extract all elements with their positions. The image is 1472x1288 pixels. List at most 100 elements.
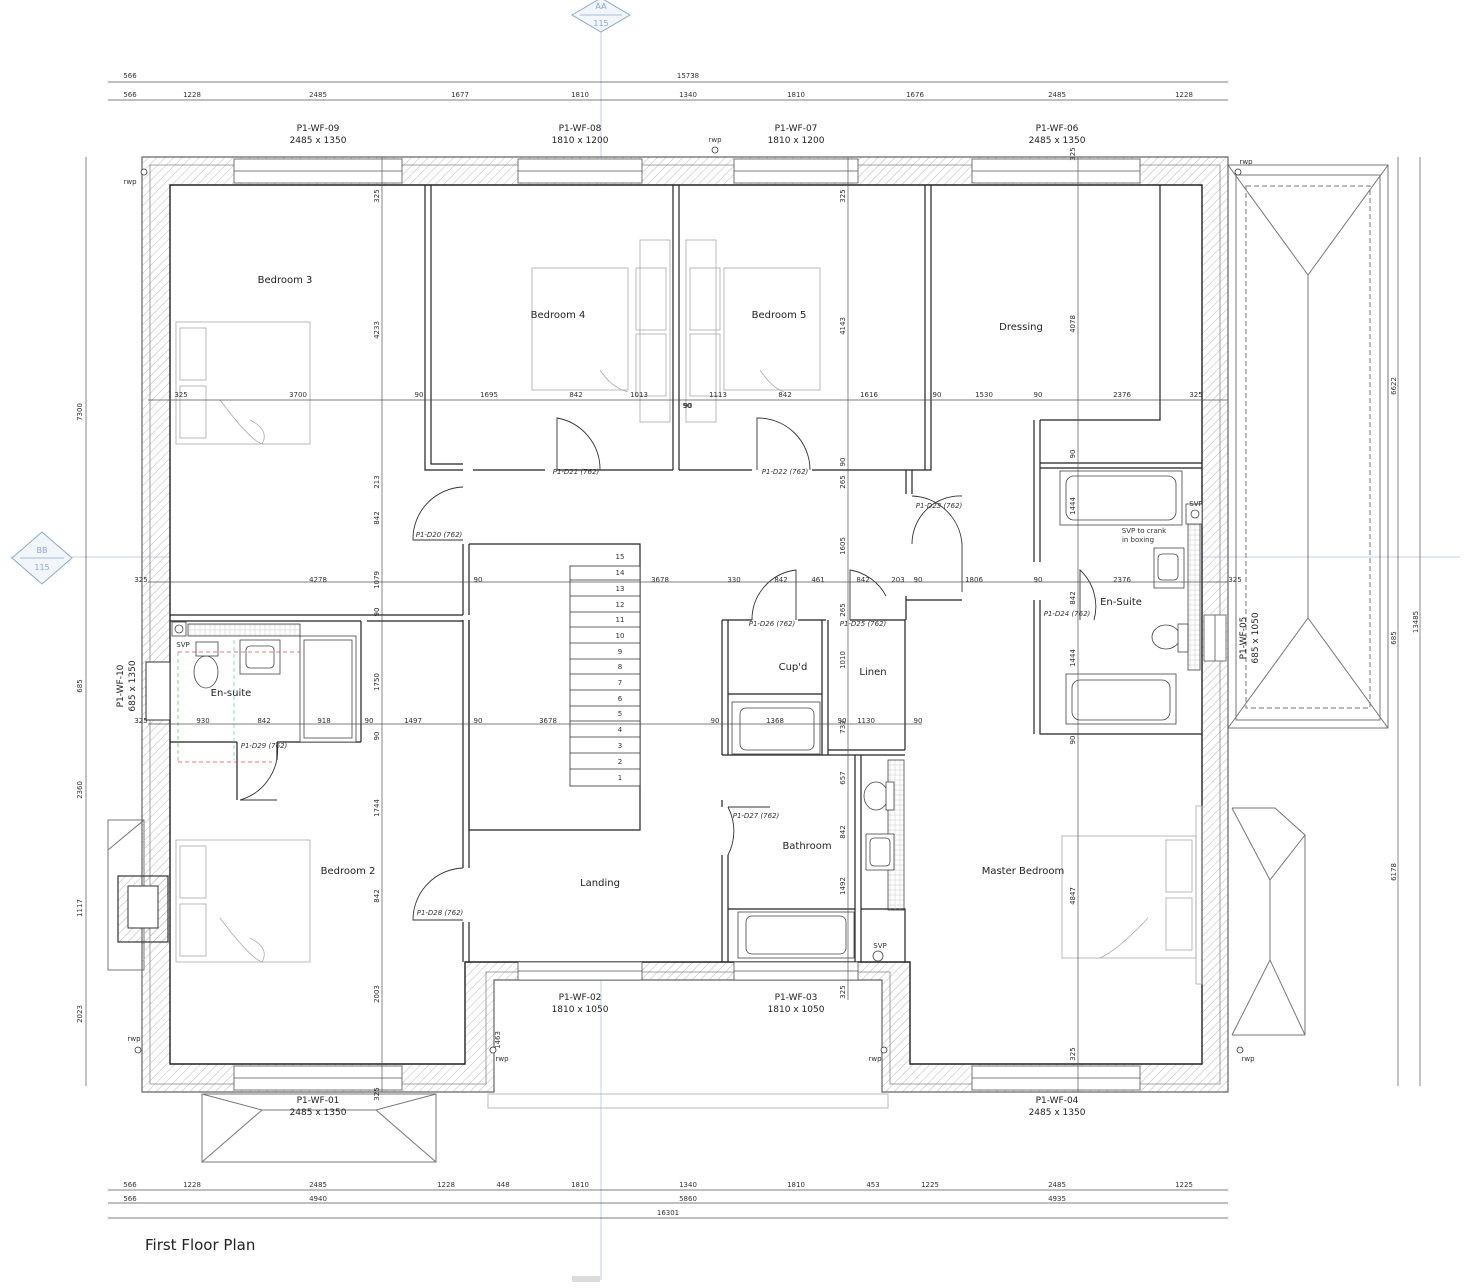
door-tag: P1-D24 (762) — [1044, 610, 1091, 618]
stair-step: 15 — [616, 553, 625, 561]
dim-text: 1444 — [1069, 497, 1077, 515]
room-label-en-suite-east: En-Suite — [1100, 597, 1142, 608]
dim-text: 6622 — [1390, 377, 1398, 395]
dim-text: 213 — [373, 475, 381, 488]
stair-step: 6 — [618, 695, 623, 703]
rwp-label: rwp — [708, 136, 722, 144]
staircase — [569, 565, 641, 787]
door-tag: P1-D20 (762) — [416, 531, 463, 539]
section-marker-bb[interactable]: BB 115 — [11, 531, 73, 585]
door-tag: P1-D26 (762) — [749, 620, 796, 628]
rwp-label: rwp — [495, 1055, 509, 1063]
dim-text: 2485 — [309, 1181, 327, 1189]
dim-text: 1810 — [571, 1181, 589, 1189]
dim-text: 1117 — [76, 899, 84, 917]
room-label-landing: Landing — [580, 878, 620, 889]
dim-text: 90 — [1069, 736, 1077, 745]
stair-step: 11 — [616, 616, 625, 624]
ensuite-dashed-setout — [177, 640, 300, 763]
side-dimensions: 7300 685 2360 1117 2023 6622 685 6178 13… — [76, 377, 1420, 1023]
dim-text: 6178 — [1390, 863, 1398, 881]
dim-text: 1444 — [1069, 649, 1077, 667]
dim-text: 1676 — [906, 91, 924, 99]
dim-text: 1750 — [373, 673, 381, 691]
dim-text: 7300 — [76, 403, 84, 421]
dim-text: 2376 — [1113, 391, 1131, 399]
dim-text: 90 — [914, 576, 923, 584]
dim-text: 90 — [1034, 576, 1043, 584]
rwp-label: rwp — [127, 1035, 141, 1043]
top-dimensions: 566 15738 566 1228 2485 1677 1810 1340 1… — [123, 72, 1193, 99]
window-size: 1810 x 1050 — [552, 1005, 609, 1015]
dim-text: 90 — [365, 717, 374, 725]
window-size: 2485 x 1350 — [1029, 1108, 1086, 1118]
door-tag: P1-D25 (762) — [840, 620, 887, 628]
dim-text: 842 — [569, 391, 582, 399]
dim-text: 203 — [891, 576, 904, 584]
stair-step: 9 — [618, 648, 622, 656]
dim-text: 325 — [1228, 576, 1241, 584]
window-id: P1-WF-06 — [1036, 124, 1079, 134]
dim-text: 2376 — [1113, 576, 1131, 584]
room-label-bedroom-2: Bedroom 2 — [321, 866, 376, 877]
window-id: P1-WF-03 — [775, 993, 818, 1003]
dim-text: 325 — [134, 576, 147, 584]
dim-text: 1463 — [494, 1031, 502, 1049]
dim-text: 90 — [711, 717, 720, 725]
window-id: P1-WF-04 — [1036, 1096, 1079, 1106]
stair-step: 7 — [618, 679, 622, 687]
dim-text: 453 — [866, 1181, 879, 1189]
rwp-label: rwp — [1241, 1055, 1255, 1063]
window-id: P1-WF-07 — [775, 124, 818, 134]
furniture — [175, 239, 1203, 985]
rainwater-pipes — [134, 146, 1244, 1054]
dim-text: 4233 — [373, 321, 381, 339]
stair-step: 5 — [618, 710, 622, 718]
dim-text: 4278 — [309, 576, 327, 584]
room-label-master-bedroom: Master Bedroom — [982, 866, 1065, 877]
dim-text: 330 — [727, 576, 740, 584]
door-tag: P1-D23 (762) — [916, 502, 963, 510]
door-swings — [239, 417, 1097, 921]
dim-text: 842 — [373, 511, 381, 524]
dim-text: 325 — [839, 189, 847, 202]
dim-text: 3678 — [651, 576, 669, 584]
room-label-bathroom: Bathroom — [782, 841, 831, 852]
svp-note-line-1: SVP to crank — [1122, 527, 1167, 535]
dim-text: 90 — [839, 458, 847, 467]
dim-text: 685 — [76, 679, 84, 692]
dim-text: 13485 — [1412, 611, 1420, 633]
dim-text: 842 — [839, 825, 847, 838]
svp-label: SVP — [1189, 500, 1202, 508]
rwp-label: rwp — [868, 1055, 882, 1063]
dim-text: 90 — [1069, 450, 1077, 459]
dim-text: 325 — [373, 1087, 381, 1100]
window-id: P1-WF-08 — [559, 124, 602, 134]
svp-label: SVP — [176, 641, 189, 649]
dim-text: 1225 — [1175, 1181, 1193, 1189]
room-label-dressing: Dressing — [999, 322, 1043, 333]
stair-step: 12 — [616, 601, 625, 609]
interior-dims-vertical-east: 325 4078 90 1444 842 1444 90 4847 325 — [1069, 147, 1077, 1060]
interior-dims-vertical-mid: 325 4143 90 265 1605 265 1010 733 657 84… — [839, 189, 847, 998]
dim-text: 90 — [683, 402, 692, 410]
dim-text: 930 — [196, 717, 209, 725]
dim-text: 325 — [1069, 1047, 1077, 1060]
dim-text: 1228 — [183, 91, 201, 99]
dim-text: 90 — [933, 391, 942, 399]
dim-text: 685 — [1390, 631, 1398, 644]
stair-step-numbers: 15 14 13 12 11 10 9 8 7 6 5 4 3 2 1 — [616, 553, 625, 782]
window-size: 1810 x 1050 — [768, 1005, 825, 1015]
dim-text: 4935 — [1048, 1195, 1066, 1203]
external-walls — [117, 156, 1229, 1093]
section-marker-aa[interactable]: AA 115 — [571, 0, 631, 33]
room-label-bedroom-4: Bedroom 4 — [531, 310, 586, 321]
dim-text: 90 — [373, 608, 381, 617]
room-label-cupboard: Cup'd — [779, 662, 808, 673]
dim-text: 2485 — [309, 91, 327, 99]
dim-text: 461 — [811, 576, 824, 584]
room-label-linen: Linen — [859, 667, 886, 678]
stair-step: 8 — [618, 663, 622, 671]
window-openings — [233, 158, 1227, 1091]
bottom-dimensions: 566 1228 2485 1228 448 1810 1340 1810 45… — [123, 1181, 1193, 1217]
